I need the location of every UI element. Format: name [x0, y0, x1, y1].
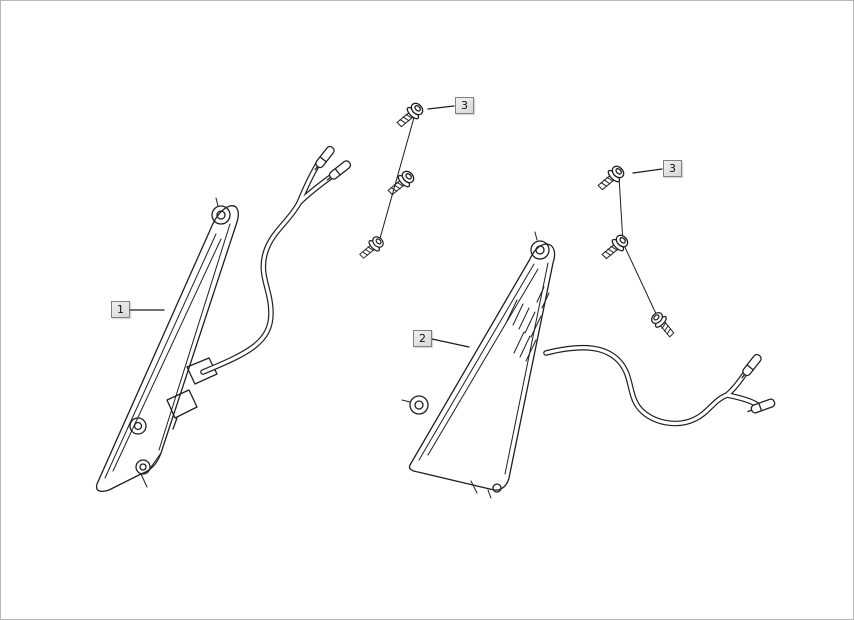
indicator-lamp-2: [401, 231, 556, 499]
screw-icon: [357, 233, 387, 263]
screw-icon: [595, 162, 628, 195]
lamp1-bulb-socket: [186, 357, 218, 385]
screw-icon: [648, 309, 679, 340]
indicator-lamp-1: [95, 197, 239, 492]
screw-set-top: [357, 99, 427, 263]
leader-line-screws-top: [427, 105, 455, 110]
lamp1-wire-harness: [200, 144, 353, 375]
leader-line-screws-right: [632, 168, 663, 174]
lamp2-wire-harness: [543, 344, 777, 427]
leader-line-part2: [431, 338, 470, 348]
screw-set-right: [595, 162, 679, 340]
callout-part1: 1: [111, 301, 130, 318]
lamp1-top-boss: [211, 205, 231, 225]
lamp1-lower-boss: [129, 417, 147, 435]
lamp2-lower-boss: [409, 395, 429, 415]
screw-icon: [599, 231, 632, 264]
screw-icon: [385, 167, 418, 200]
callout-screws-top: 3: [455, 97, 474, 114]
screw-icon: [394, 99, 427, 132]
callout-part2: 2: [413, 330, 432, 347]
lamp2-hatching: [506, 286, 550, 362]
lamp1-bracket: [166, 389, 198, 430]
lamp2-top-boss: [530, 240, 550, 260]
lamp2-outline: [408, 243, 556, 491]
callout-screws-right: 3: [663, 160, 682, 177]
